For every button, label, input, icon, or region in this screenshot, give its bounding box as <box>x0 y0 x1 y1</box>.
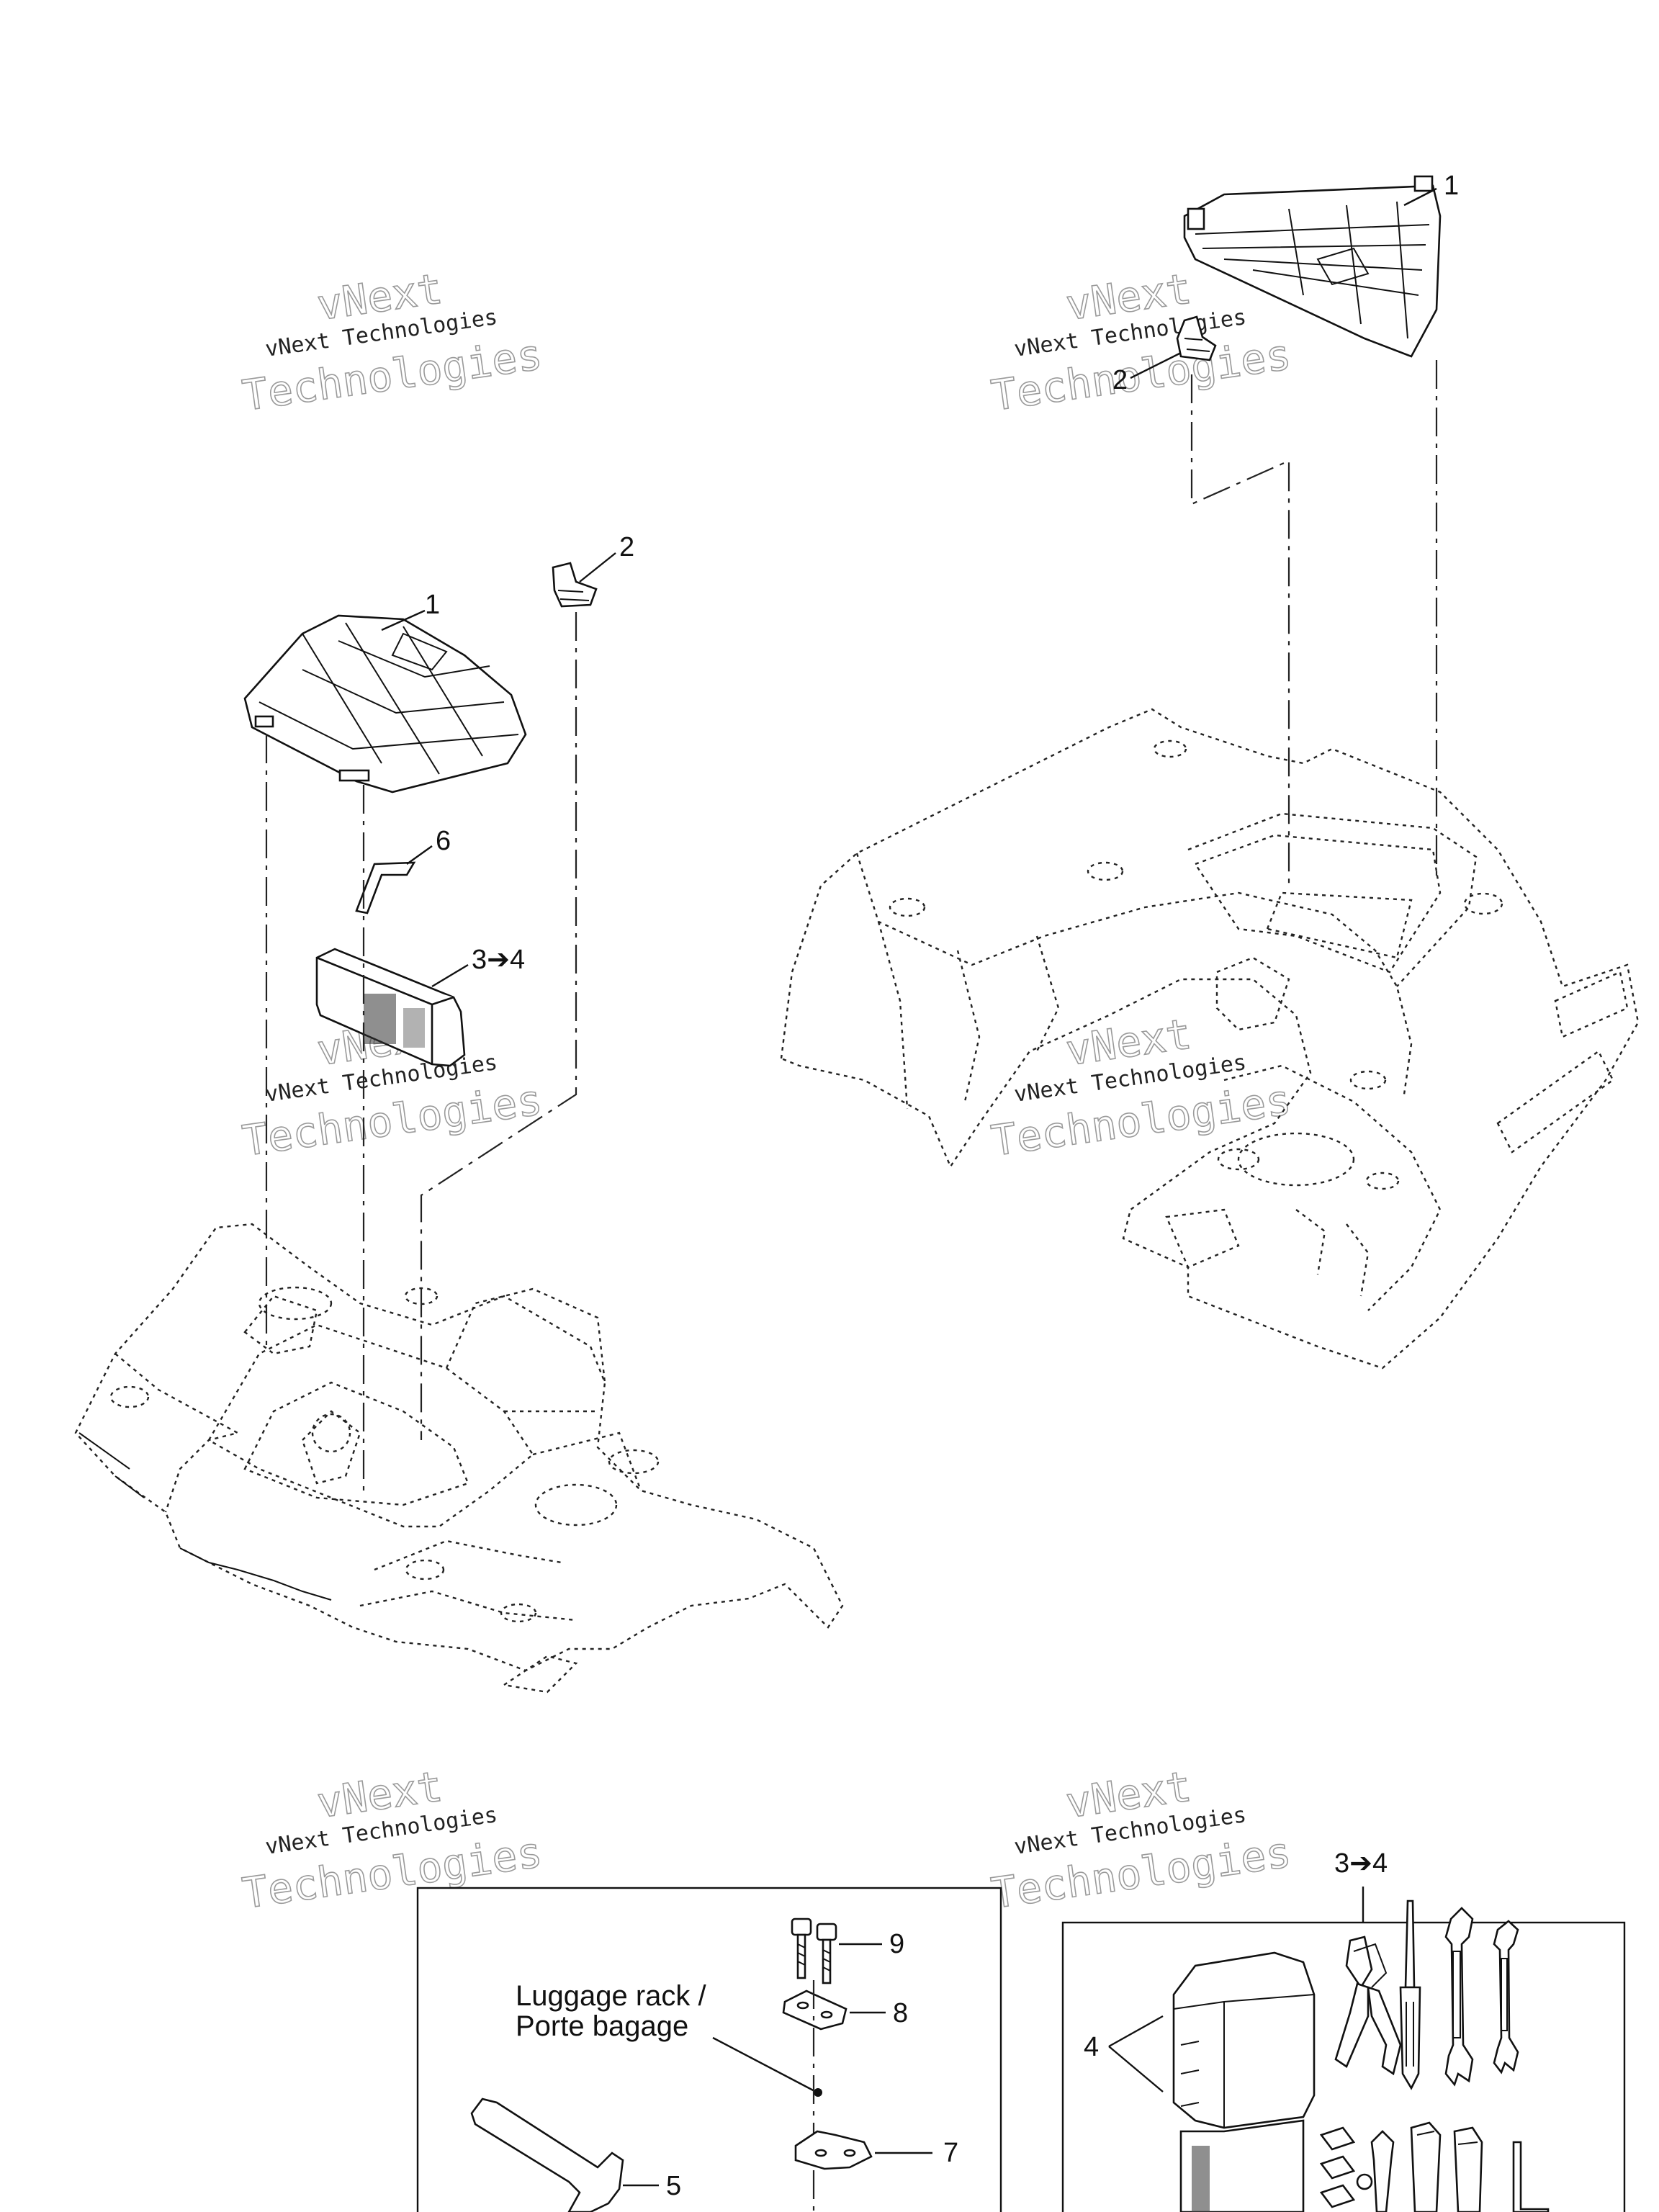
front-storage-cover <box>243 614 527 793</box>
rear-cover-callout: 1 <box>1403 171 1459 207</box>
rear-latch-guide-line <box>1190 374 1290 886</box>
rear-latch-callout: 2 <box>1112 351 1182 395</box>
spark-plug-tool-icon <box>1356 2130 1395 2212</box>
luggage-rack-label-line2: Porte bagage <box>516 2010 688 2042</box>
front-latch-guide-line <box>420 612 577 1440</box>
luggage-rack-inset: Luggage rack / Porte bagage 9 8 <box>416 1887 1002 2212</box>
rear-fender <box>780 708 1640 1370</box>
front-fender <box>74 1223 844 1694</box>
wrench-number: 5 <box>666 2171 681 2201</box>
wrench-callout: 5 <box>623 2171 681 2201</box>
front-latch-number: 2 <box>619 532 634 562</box>
toolkit-number: 3➔4 <box>472 945 525 975</box>
inset-case-callout: 4 <box>1084 2015 1164 2092</box>
rack-screws <box>791 1917 837 1984</box>
front-latch-callout: 2 <box>579 532 634 583</box>
tool-strap-number: 6 <box>436 826 451 856</box>
plate-callout: 8 <box>850 1998 908 2028</box>
tool-strap-callout: 6 <box>406 826 451 865</box>
socket-wrench-icon <box>1410 2121 1442 2212</box>
rear-latch-number: 2 <box>1112 365 1128 395</box>
toolkit-case <box>315 948 466 1067</box>
inset-tool-case <box>1172 1951 1316 2212</box>
watermark-1: vNext Technologies vNext Technologies <box>239 264 546 421</box>
front-cover-number: 1 <box>425 590 440 620</box>
screws-callout: 9 <box>839 1929 904 1959</box>
front-latch <box>552 562 598 608</box>
rear-storage-cover <box>1183 175 1442 358</box>
open-wrench-small-icon <box>1493 1920 1519 2074</box>
front-cover-callout: 1 <box>381 590 440 631</box>
inset-case-number: 4 <box>1084 2032 1099 2062</box>
screws-number: 9 <box>889 1929 904 1959</box>
rear-cover-number: 1 <box>1444 171 1459 201</box>
plate-number: 8 <box>893 1998 908 2028</box>
watermark-6: vNext Technologies vNext Technologies <box>988 1761 1295 1919</box>
open-wrench-large-icon <box>1444 1907 1474 2087</box>
rack-bracket <box>794 2130 873 2170</box>
bracket-number: 7 <box>943 2138 958 2168</box>
hex-key-icon <box>1512 2141 1550 2212</box>
watermark-2: vNext Technologies vNext Technologies <box>988 264 1295 421</box>
pliers-icon <box>1334 1936 1402 2076</box>
rack-wrench <box>470 2098 624 2212</box>
bracket-callout: 7 <box>875 2138 958 2168</box>
watermark-4: vNext Technologies vNext Technologies <box>988 1009 1295 1166</box>
rack-plate <box>782 1990 848 2031</box>
luggage-rack-label-line1: Luggage rack / <box>516 1980 707 2012</box>
tool-strap <box>355 861 416 914</box>
fuses-icon <box>1319 2126 1356 2208</box>
screwdriver-icon <box>1399 1899 1421 2090</box>
inset-toolkit-number: 3➔4 <box>1334 1848 1388 1879</box>
toolkit-callout: 3➔4 <box>431 945 525 988</box>
watermark-5: vNext Technologies vNext Technologies <box>239 1761 546 1919</box>
rear-latch <box>1176 315 1217 361</box>
socket-tube-icon <box>1453 2126 1483 2212</box>
toolkit-inset: 3➔4 4 <box>1061 1848 1626 2212</box>
